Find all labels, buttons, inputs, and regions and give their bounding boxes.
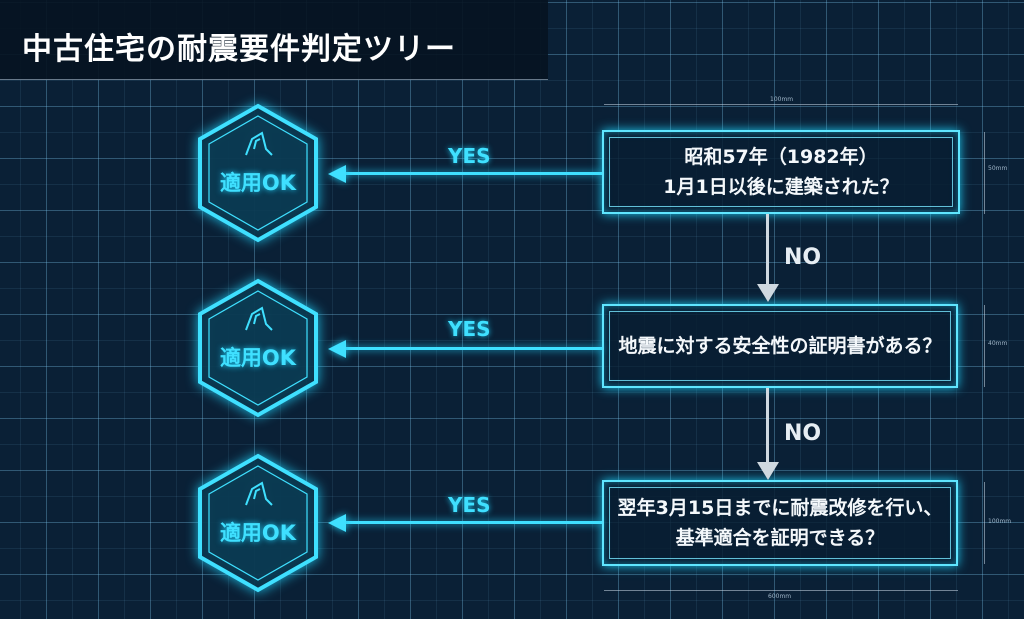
question-box-3: 翌年3月15日までに耐震改修を行い、 基準適合を証明できる？ (602, 480, 958, 566)
yes-label: YES (448, 144, 491, 168)
question-text: 地震に対する安全性の証明書がある？ (618, 335, 942, 357)
hexagon-icon (198, 453, 318, 593)
result-badge-2: 適用OK (196, 278, 320, 418)
dimension-line (984, 132, 985, 214)
yes-label: YES (448, 493, 491, 517)
arrow-left-icon (328, 339, 346, 358)
result-label: 適用OK (219, 171, 297, 195)
question-box-1: 昭和57年（1982年） 1月1日以後に建築された？ (602, 130, 960, 214)
result-badge-1: 適用OK (196, 103, 320, 243)
dimension-label: 100mm (770, 96, 794, 103)
hexagon-icon (198, 278, 318, 418)
no-label: NO (784, 421, 822, 446)
arrow-down-icon (756, 462, 779, 480)
dimension-line (984, 482, 985, 564)
arrow-left-icon (328, 164, 346, 183)
question-text: 翌年3月15日までに耐震改修を行い、 基準適合を証明できる？ (617, 497, 943, 549)
question-box-2: 地震に対する安全性の証明書がある？ (602, 304, 958, 388)
arrow-left-icon (328, 513, 346, 532)
no-arrow-line (766, 388, 769, 462)
no-arrow-line (766, 214, 769, 284)
hexagon-icon (198, 103, 318, 243)
yes-label: YES (448, 317, 491, 341)
result-label: 適用OK (219, 346, 297, 370)
yes-arrow-line (344, 172, 602, 175)
dimension-line (604, 104, 958, 105)
dimension-line (984, 305, 985, 387)
title-bar: 中古住宅の耐震要件判定ツリー (0, 0, 548, 80)
result-badge-3: 適用OK (196, 453, 320, 593)
yes-arrow-line (344, 521, 602, 524)
dimension-label: 50mm (988, 165, 1008, 172)
no-label: NO (784, 245, 822, 270)
arrow-down-icon (756, 284, 779, 302)
dimension-label: 100mm (988, 518, 1012, 525)
dimension-label: 40mm (988, 340, 1008, 347)
yes-arrow-line (344, 347, 602, 350)
question-text: 昭和57年（1982年） 1月1日以後に建築された？ (663, 146, 899, 198)
page-title: 中古住宅の耐震要件判定ツリー (22, 32, 456, 67)
dimension-line (604, 590, 958, 591)
dimension-label: 600mm (768, 593, 792, 600)
result-label: 適用OK (219, 521, 297, 545)
